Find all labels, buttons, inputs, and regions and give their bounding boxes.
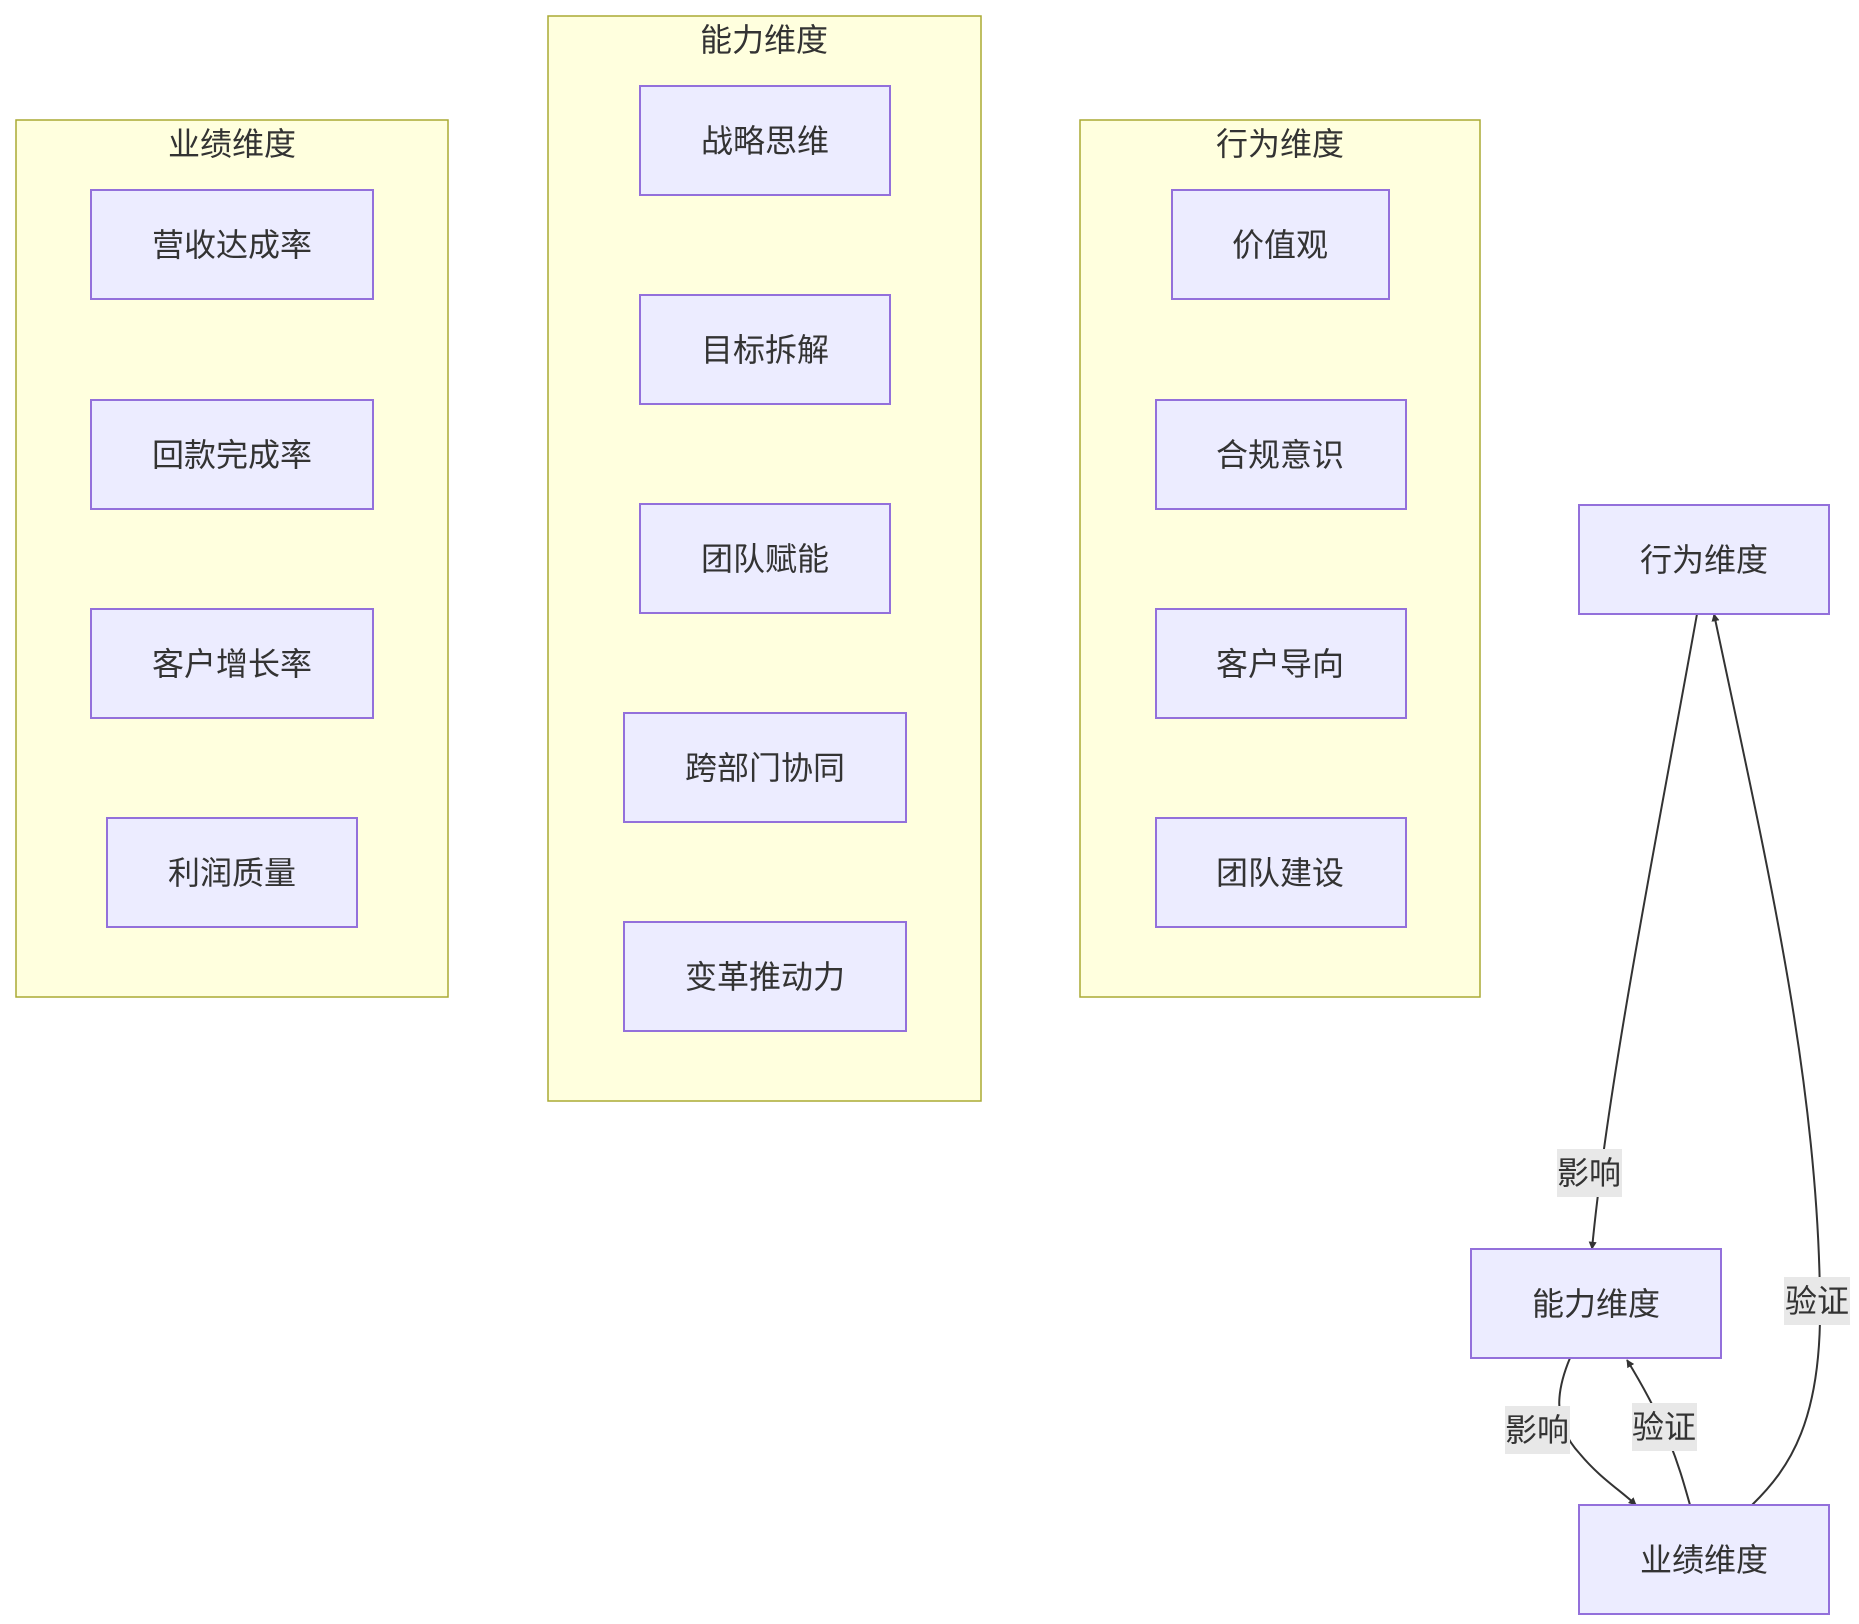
node-goal-breakdown[interactable]: 目标拆解 bbox=[639, 294, 891, 405]
node-strategic-thinking[interactable]: 战略思维 bbox=[639, 85, 891, 196]
flow-node-performance-label: 业绩维度 bbox=[1640, 1541, 1768, 1579]
node-team-empowerment-label: 团队赋能 bbox=[701, 540, 829, 578]
flow-node-behavior-label: 行为维度 bbox=[1640, 541, 1768, 579]
cluster-capability-title: 能力维度 bbox=[700, 21, 828, 59]
node-goal-breakdown-label: 目标拆解 bbox=[701, 331, 829, 369]
flow-node-capability[interactable]: 能力维度 bbox=[1470, 1248, 1722, 1359]
flow-node-behavior[interactable]: 行为维度 bbox=[1578, 504, 1830, 615]
edge-capability-to-performance bbox=[1558, 1357, 1637, 1506]
node-compliance-awareness[interactable]: 合规意识 bbox=[1155, 399, 1407, 510]
edge-label-influence-1-text: 影响 bbox=[1557, 1154, 1621, 1192]
node-customer-growth-label: 客户增长率 bbox=[152, 645, 312, 683]
cluster-performance-title: 业绩维度 bbox=[168, 125, 296, 163]
node-customer-orientation-label: 客户导向 bbox=[1216, 645, 1344, 683]
node-team-empowerment[interactable]: 团队赋能 bbox=[639, 503, 891, 614]
node-revenue-achievement[interactable]: 营收达成率 bbox=[90, 189, 374, 300]
node-change-driving-label: 变革推动力 bbox=[685, 958, 845, 996]
node-profit-quality-label: 利润质量 bbox=[168, 854, 296, 892]
node-change-driving[interactable]: 变革推动力 bbox=[623, 921, 907, 1032]
node-cross-department-collaboration[interactable]: 跨部门协同 bbox=[623, 712, 907, 823]
edge-label-influence-2: 影响 bbox=[1505, 1406, 1570, 1454]
edge-label-influence-1: 影响 bbox=[1557, 1149, 1622, 1197]
edge-label-verify-1: 验证 bbox=[1632, 1403, 1697, 1451]
edge-label-verify-1-text: 验证 bbox=[1632, 1408, 1696, 1446]
node-values-label: 价值观 bbox=[1232, 226, 1328, 264]
edge-performance-to-behavior bbox=[1711, 613, 1822, 1506]
node-collection-completion-label: 回款完成率 bbox=[152, 436, 312, 474]
node-cross-department-collaboration-label: 跨部门协同 bbox=[685, 749, 845, 787]
edge-label-influence-2-text: 影响 bbox=[1505, 1411, 1569, 1449]
node-customer-orientation[interactable]: 客户导向 bbox=[1155, 608, 1407, 719]
node-strategic-thinking-label: 战略思维 bbox=[701, 122, 829, 160]
edge-label-verify-2-text: 验证 bbox=[1785, 1282, 1849, 1320]
node-customer-growth[interactable]: 客户增长率 bbox=[90, 608, 374, 719]
node-team-building-label: 团队建设 bbox=[1216, 854, 1344, 892]
node-team-building[interactable]: 团队建设 bbox=[1155, 817, 1407, 928]
node-collection-completion[interactable]: 回款完成率 bbox=[90, 399, 374, 510]
node-profit-quality[interactable]: 利润质量 bbox=[106, 817, 358, 928]
cluster-behavior-title: 行为维度 bbox=[1216, 125, 1344, 163]
node-values[interactable]: 价值观 bbox=[1171, 189, 1390, 300]
node-revenue-achievement-label: 营收达成率 bbox=[152, 226, 312, 264]
edge-label-verify-2: 验证 bbox=[1784, 1277, 1850, 1325]
flow-edges bbox=[1558, 613, 1822, 1506]
flow-node-capability-label: 能力维度 bbox=[1532, 1285, 1660, 1323]
flow-node-performance[interactable]: 业绩维度 bbox=[1578, 1504, 1830, 1615]
node-compliance-awareness-label: 合规意识 bbox=[1216, 436, 1344, 474]
